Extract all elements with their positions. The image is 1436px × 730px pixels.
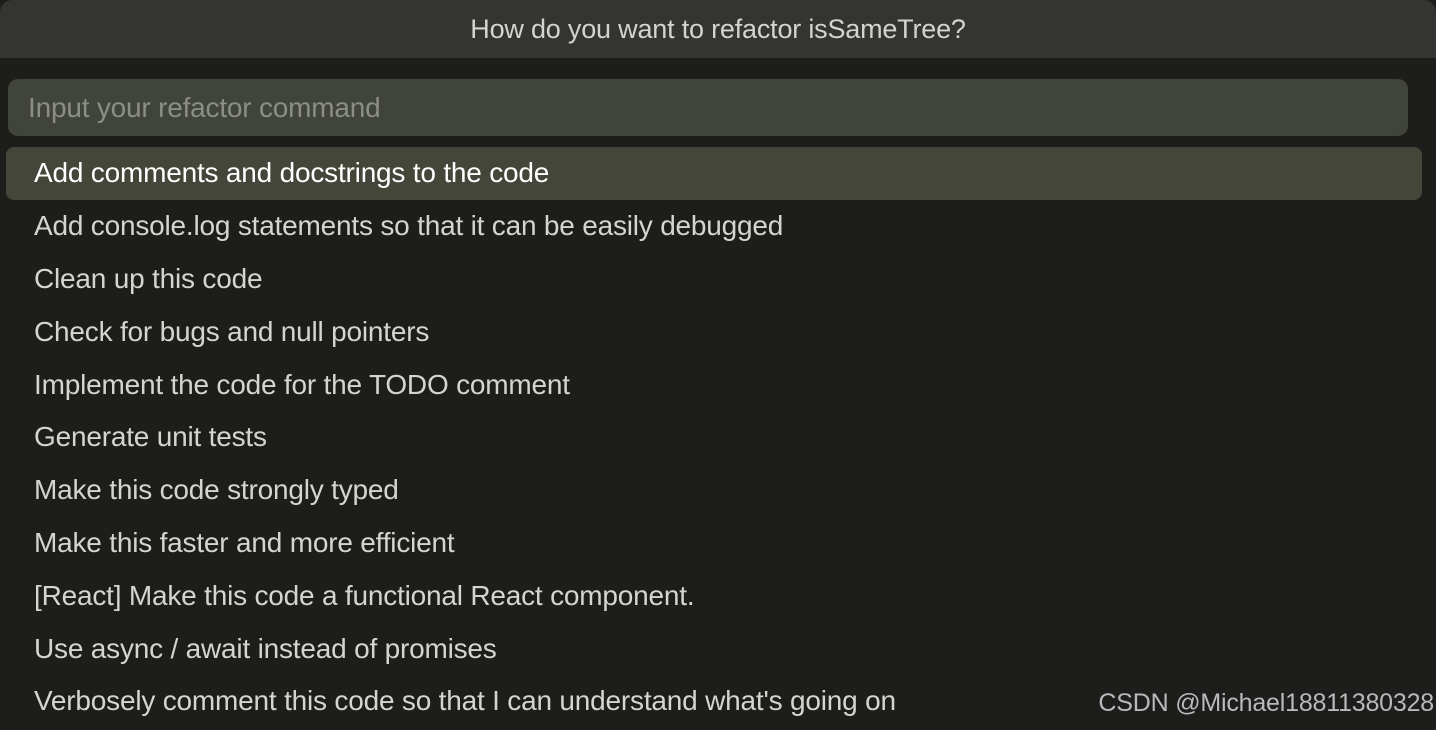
- refactor-option[interactable]: Add comments and docstrings to the code: [6, 147, 1422, 200]
- refactor-option[interactable]: Implement the code for the TODO comment: [34, 368, 570, 400]
- refactor-option[interactable]: Make this code strongly typed: [34, 474, 399, 506]
- refactor-option[interactable]: Clean up this code: [34, 262, 263, 294]
- refactor-option[interactable]: Use async / await instead of promises: [34, 632, 497, 664]
- refactor-option[interactable]: Check for bugs and null pointers: [34, 315, 430, 347]
- refactor-options-list: Add comments and docstrings to the code …: [0, 147, 1436, 728]
- refactor-command-input[interactable]: [8, 79, 1408, 136]
- dialog-titlebar[interactable]: How do you want to refactor isSameTree?: [0, 0, 1436, 58]
- refactor-option[interactable]: Verbosely comment this code so that I ca…: [34, 685, 896, 717]
- dialog-title: How do you want to refactor isSameTree?: [470, 13, 966, 44]
- refactor-option[interactable]: Generate unit tests: [34, 421, 267, 453]
- refactor-option[interactable]: Add console.log statements so that it ca…: [34, 210, 784, 242]
- refactor-option[interactable]: Make this faster and more efficient: [34, 526, 455, 558]
- refactor-option[interactable]: [React] Make this code a functional Reac…: [34, 579, 695, 611]
